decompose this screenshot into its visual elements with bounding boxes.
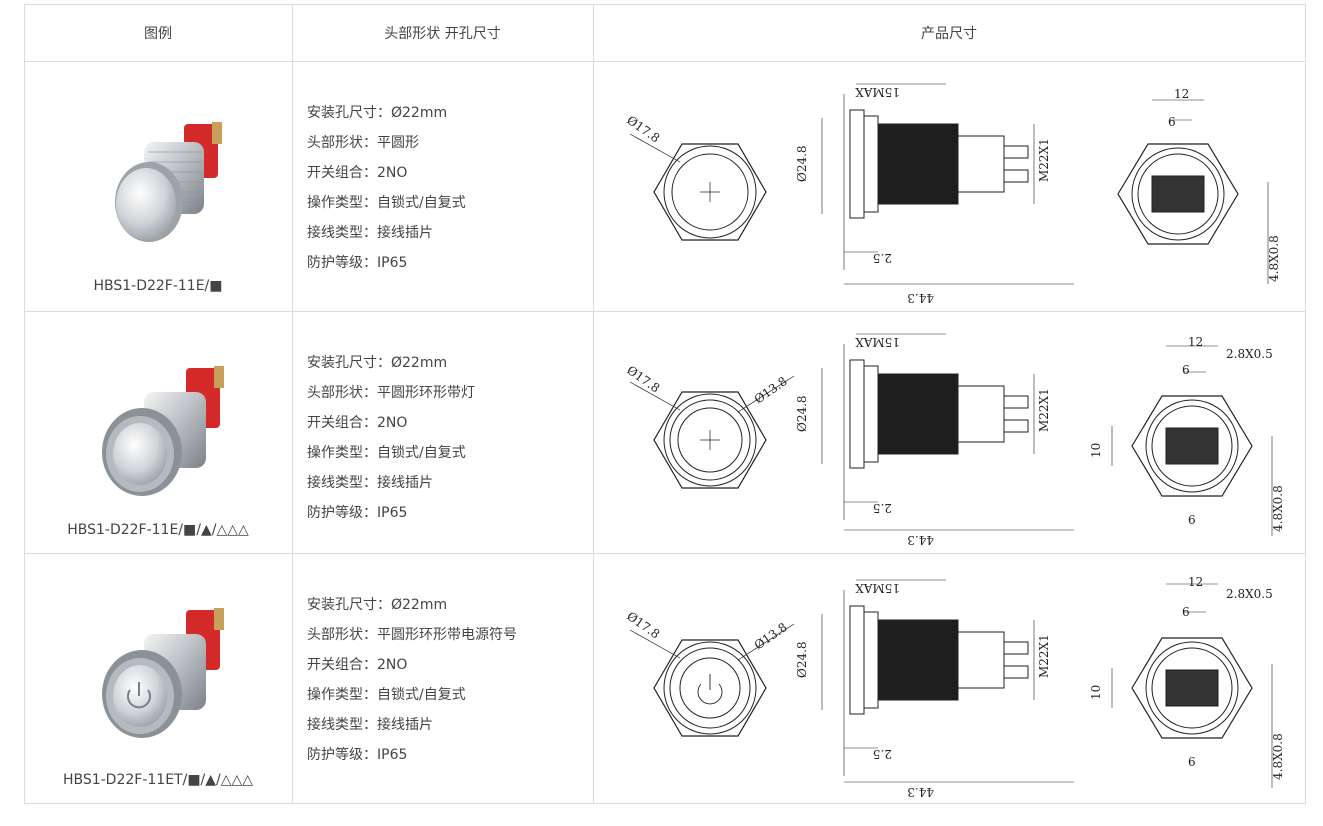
- label-bezel: 2.5: [873, 251, 892, 265]
- label-max-thread: 15MAX: [855, 335, 900, 349]
- label-width-6: 6: [1182, 363, 1190, 377]
- label-body-dia: Ø24.8: [795, 395, 809, 432]
- label-length: 44.3: [907, 533, 934, 547]
- table-border-top: [24, 4, 1306, 5]
- label-width-6-bottom: 6: [1188, 755, 1196, 769]
- spec-item: 防护等级：IP65: [307, 255, 408, 271]
- label-tab-height: 4.8X0.8: [1271, 733, 1285, 780]
- label-width-6: 6: [1168, 115, 1176, 129]
- spec-item: 开关组合：2NO: [307, 165, 408, 181]
- spec-item: 开关组合：2NO: [307, 415, 408, 431]
- row-divider: [24, 311, 1306, 312]
- label-bezel: 2.5: [873, 747, 892, 761]
- spec-item: 头部形状：平圆形环形带电源符号: [307, 627, 517, 643]
- label-thread: M22X1: [1037, 388, 1051, 432]
- spec-item: 开关组合：2NO: [307, 657, 408, 673]
- label-tab: 2.8X0.5: [1226, 347, 1273, 361]
- product-image: [102, 366, 224, 496]
- model-number: HBS1-D22F-11E/■/▲/△△△: [67, 522, 249, 538]
- label-bezel: 2.5: [873, 501, 892, 515]
- spec-item: 防护等级：IP65: [307, 747, 408, 763]
- power-icon: [127, 682, 151, 709]
- label-length: 44.3: [907, 785, 934, 799]
- col-divider: [292, 4, 293, 804]
- side-view: [821, 579, 1074, 783]
- label-width-10: 10: [1089, 443, 1103, 458]
- label-tab-height: 4.8X0.8: [1267, 235, 1281, 282]
- table-row: HBS1-D22F-11E/■ 安装孔尺寸：Ø22mm 头部形状：平圆形 开关组…: [24, 62, 1281, 311]
- side-view: [821, 333, 1074, 531]
- spec-item: 安装孔尺寸：Ø22mm: [307, 105, 448, 121]
- spec-item: 操作类型：自锁式/自复式: [307, 445, 466, 461]
- label-width-10: 10: [1089, 685, 1103, 700]
- label-width-12: 12: [1174, 87, 1189, 101]
- spec-list: 安装孔尺寸：Ø22mm 头部形状：平圆形环形带电源符号 开关组合：2NO 操作类…: [307, 590, 517, 770]
- spec-item: 安装孔尺寸：Ø22mm: [307, 597, 448, 613]
- col-divider: [593, 4, 594, 804]
- model-number: HBS1-D22F-11ET/■/▲/△△△: [62, 772, 254, 788]
- rear-view: [1111, 345, 1273, 536]
- label-max-thread: 15MAX: [855, 85, 900, 99]
- spec-item: 防护等级：IP65: [307, 505, 408, 521]
- spec-item: 接线类型：接线插片: [307, 475, 433, 491]
- front-view: [629, 623, 795, 737]
- col-divider: [24, 4, 25, 804]
- rear-view: [1111, 583, 1273, 788]
- spec-item: 接线类型：接线插片: [307, 717, 433, 733]
- label-body-dia: Ø24.8: [795, 145, 809, 182]
- header-dimensions: 产品尺寸: [921, 25, 977, 42]
- spec-item: 头部形状：平圆形环形带灯: [307, 385, 475, 401]
- row-divider: [24, 553, 1306, 554]
- technical-drawing: Ø17.8 Ø13.8 Ø24.8 15MAX M22X1 2.5 44.3: [624, 575, 1285, 799]
- front-view: [629, 133, 767, 241]
- label-width-12: 12: [1188, 575, 1203, 589]
- spec-list: 安装孔尺寸：Ø22mm 头部形状：平圆形 开关组合：2NO 操作类型：自锁式/自…: [307, 98, 466, 278]
- col-divider: [1305, 4, 1306, 804]
- label-ring-dia: Ø13.8: [752, 620, 790, 652]
- side-view: [821, 83, 1074, 285]
- label-width-6: 6: [1182, 605, 1190, 619]
- header-head-shape: 头部形状 开孔尺寸: [384, 25, 501, 42]
- label-outer-dia: Ø17.8: [624, 363, 662, 395]
- table-row: HBS1-D22F-11ET/■/▲/△△△ 安装孔尺寸：Ø22mm 头部形状：…: [24, 554, 1285, 803]
- table-border-bottom: [24, 803, 1306, 804]
- technical-drawing: Ø17.8 Ø13.8 Ø24.8 15MAX M22X1 2.5 44.3: [624, 333, 1285, 547]
- product-image: [102, 608, 224, 738]
- label-outer-dia: Ø17.8: [624, 113, 662, 145]
- spec-item: 操作类型：自锁式/自复式: [307, 687, 466, 703]
- header-legend: 图例: [144, 25, 172, 42]
- label-max-thread: 15MAX: [855, 581, 900, 595]
- label-thread: M22X1: [1037, 138, 1051, 182]
- spec-item: 安装孔尺寸：Ø22mm: [307, 355, 448, 371]
- rear-view: [1117, 99, 1269, 284]
- table-row: HBS1-D22F-11E/■/▲/△△△ 安装孔尺寸：Ø22mm 头部形状：平…: [24, 312, 1285, 553]
- label-tab-height: 4.8X0.8: [1271, 485, 1285, 532]
- label-length: 44.3: [907, 291, 934, 305]
- technical-drawing: Ø17.8 Ø24.8 15MAX M22X1 2.5 44.3: [624, 83, 1281, 305]
- label-width-6-bottom: 6: [1188, 513, 1196, 527]
- spec-item: 头部形状：平圆形: [307, 135, 419, 151]
- label-body-dia: Ø24.8: [795, 641, 809, 678]
- label-outer-dia: Ø17.8: [624, 609, 662, 641]
- front-view: [629, 375, 795, 489]
- spec-item: 操作类型：自锁式/自复式: [307, 195, 466, 211]
- spec-list: 安装孔尺寸：Ø22mm 头部形状：平圆形环形带灯 开关组合：2NO 操作类型：自…: [307, 348, 475, 528]
- label-tab: 2.8X0.5: [1226, 587, 1273, 601]
- product-table: 图例 头部形状 开孔尺寸 产品尺寸: [24, 4, 1306, 804]
- product-image: [115, 122, 222, 242]
- header-divider: [24, 61, 1306, 62]
- label-width-12: 12: [1188, 335, 1203, 349]
- spec-item: 接线类型：接线插片: [307, 225, 433, 241]
- label-ring-dia: Ø13.8: [752, 374, 790, 406]
- model-number: HBS1-D22F-11E/■: [93, 278, 223, 294]
- label-thread: M22X1: [1037, 634, 1051, 678]
